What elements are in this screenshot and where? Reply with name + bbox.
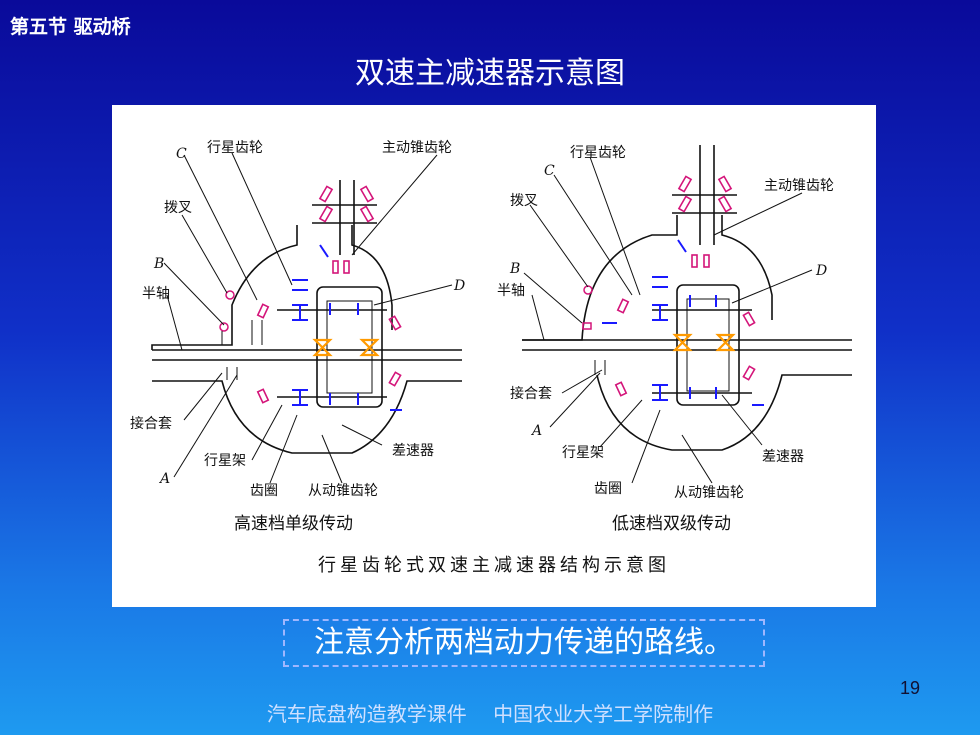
left-label-d: D — [453, 278, 465, 294]
left-diagram: C 行星齿轮 主动锥齿轮 拨叉 B 半轴 D 接合套 行星架 A 差速器 齿圈 … — [130, 140, 465, 534]
left-label-carrier: 行星架 — [204, 453, 246, 469]
left-label-sleeve: 接合套 — [130, 415, 172, 432]
right-label-ring-gear: 齿圈 — [594, 481, 622, 497]
page-number: 19 — [900, 678, 921, 698]
left-caption: 高速档单级传动 — [234, 514, 353, 534]
footer-course: 汽车底盘构造教学课件 — [266, 702, 467, 726]
diagram-svg: C 行星齿轮 主动锥齿轮 拨叉 B 半轴 D 接合套 行星架 A 差速器 齿圈 … — [130, 140, 852, 576]
right-label-carrier: 行星架 — [562, 445, 604, 461]
left-label-driven-bevel: 从动锥齿轮 — [308, 483, 378, 499]
left-label-half-shaft: 半轴 — [142, 286, 170, 302]
right-label-half-shaft: 半轴 — [497, 283, 525, 299]
main-caption: 行星齿轮式双速主减速器结构示意图 — [318, 555, 670, 576]
left-label-c: C — [176, 146, 187, 162]
section-title: 第五节 驱动桥 — [10, 16, 131, 38]
slide-title: 双速主减速器示意图 — [355, 56, 625, 91]
right-label-sleeve: 接合套 — [510, 385, 552, 402]
right-label-a: A — [530, 423, 542, 439]
right-label-differential: 差速器 — [762, 449, 804, 465]
left-label-a: A — [158, 471, 170, 487]
note-box: 注意分析两档动力传递的路线。 — [283, 619, 765, 667]
left-label-planet-gear: 行星齿轮 — [207, 140, 263, 156]
right-label-b: B — [509, 261, 520, 277]
footer-institution: 中国农业大学工学院制作 — [493, 702, 714, 726]
right-label-drive-bevel: 主动锥齿轮 — [764, 178, 834, 194]
footer: 汽车底盘构造教学课件 中国农业大学工学院制作 — [0, 698, 980, 727]
right-label-driven-bevel: 从动锥齿轮 — [674, 485, 744, 501]
right-label-fork: 拨叉 — [510, 193, 538, 209]
right-label-c: C — [544, 163, 555, 179]
left-label-fork: 拨叉 — [164, 200, 192, 216]
diagram-figure: C 行星齿轮 主动锥齿轮 拨叉 B 半轴 D 接合套 行星架 A 差速器 齿圈 … — [112, 105, 876, 607]
left-label-differential: 差速器 — [392, 443, 434, 459]
right-label-d: D — [815, 263, 827, 279]
right-caption: 低速档双级传动 — [612, 514, 731, 534]
left-label-b: B — [153, 256, 164, 272]
left-label-ring-gear: 齿圈 — [250, 483, 278, 499]
right-diagram: 行星齿轮 C 主动锥齿轮 拨叉 B D 半轴 接合套 A 行星架 差速器 齿圈 … — [497, 145, 852, 534]
right-label-planet-gear: 行星齿轮 — [570, 145, 626, 161]
left-label-drive-bevel: 主动锥齿轮 — [382, 140, 452, 156]
